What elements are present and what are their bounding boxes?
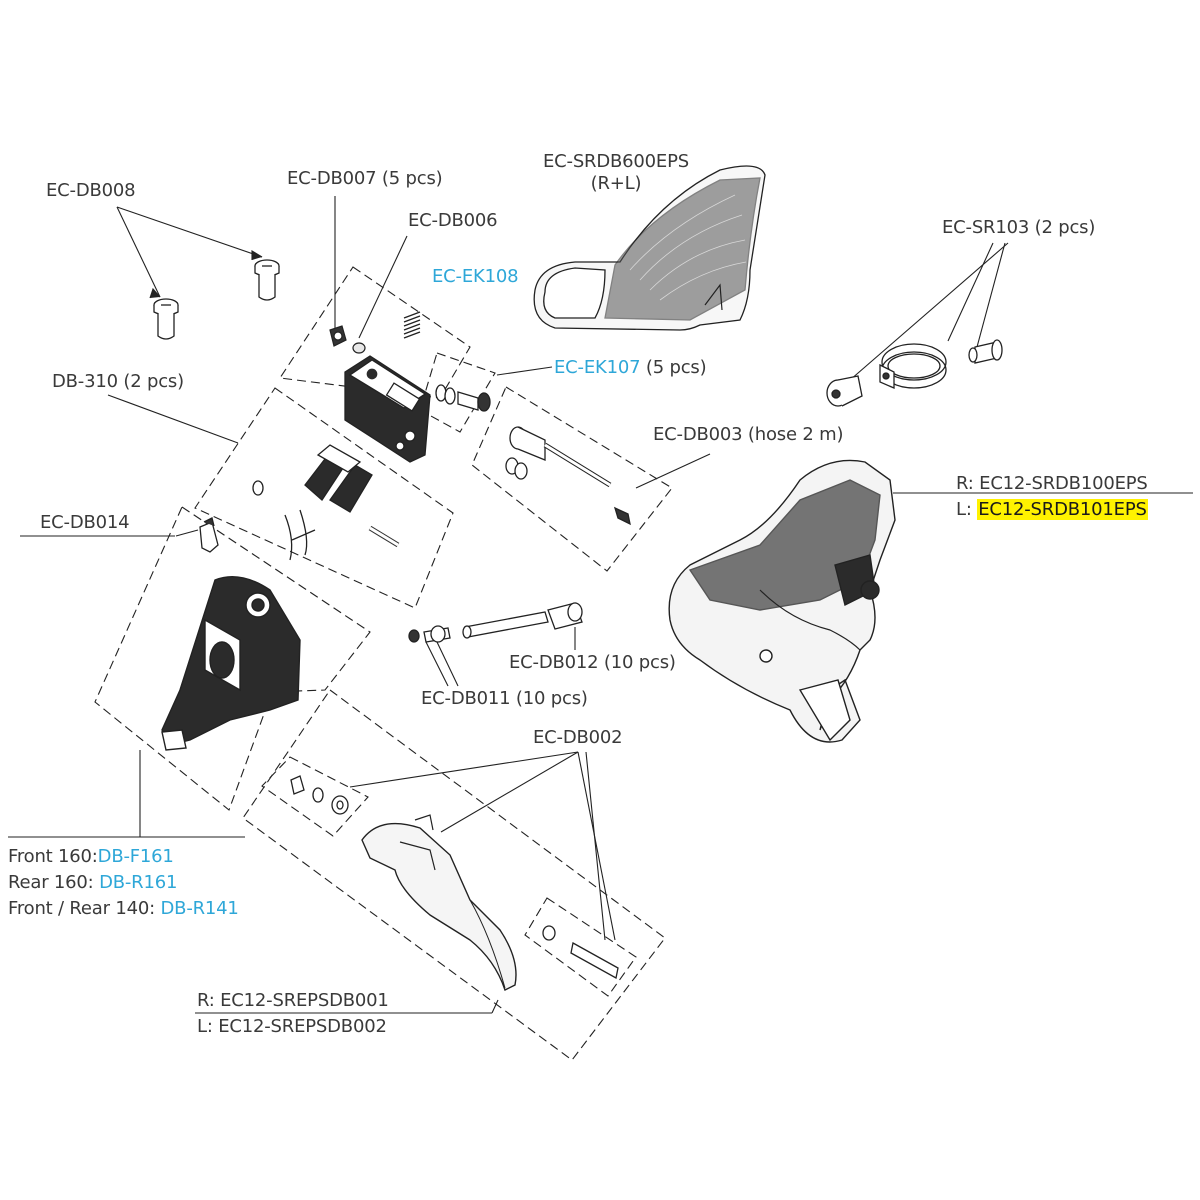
brake-caliper [161,576,301,751]
link-db-r161[interactable]: DB-R161 [99,872,178,893]
label-ec-ek107[interactable]: EC-EK107 (5 pcs) [554,357,707,379]
label-shifter-left-code-highlighted: EC12-SRDB101EPS [977,499,1148,520]
label-ec-db012-qty: (10 pcs) [598,652,676,673]
hood-ec-srdb600eps [533,165,766,331]
master-cylinder-body [344,355,431,463]
label-ec-db003-qty: (hose 2 m) [742,424,844,445]
group-box-hose [471,386,673,572]
label-rotor-rear-160: Rear 160: DB-R161 [8,870,239,896]
label-ec-db011-qty: (10 pcs) [510,688,588,709]
label-ec-ek108[interactable]: EC-EK108 [432,266,519,288]
group-box-ek107 [419,352,496,433]
brake-pads-db-310 [252,444,400,561]
label-ec-sr103-qty: (2 pcs) [1029,217,1096,238]
label-ec-db012-code: EC-DB012 [509,652,599,673]
o-rings-ec-ek107 [435,384,491,412]
label-ec-db006-code: EC-DB006 [408,210,498,231]
dashed-group-boxes [94,266,673,1061]
label-ec-db011-code: EC-DB011 [421,688,511,709]
label-shifter-left: L: EC12-SRDB101EPS [956,499,1148,521]
label-shifter-right-prefix: R: [956,473,980,494]
label-ec-db007-code: EC-DB007 [287,168,377,189]
label-lever-left-code: L: EC12-SREPSDB002 [197,1016,387,1037]
hose-ec-db003 [505,426,631,526]
brake-lever [361,814,517,991]
bleed-nipple-ec-db014 [199,517,219,553]
hose-tube-ec-db012 [462,602,583,639]
label-ec-db014-code: EC-DB014 [40,512,130,533]
label-ec-srdb600eps-qty: (R+L) [590,173,642,194]
group-box-bolt [261,756,369,837]
label-rotors: Front 160:DB-F161 Rear 160: DB-R161 Fron… [8,844,239,922]
label-ec-db011: EC-DB011 (10 pcs) [421,688,588,710]
label-lever-left: L: EC12-SREPSDB002 [197,1016,387,1038]
label-ec-db006: EC-DB006 [408,210,498,232]
screw-ec-db008 [153,259,280,340]
label-rotor-140: Front / Rear 140: DB-R141 [8,896,239,922]
lever-bolt-ec-db002 [290,775,619,980]
label-ec-sr103-code: EC-SR103 [942,217,1030,238]
label-ec-db008-code: EC-DB008 [46,180,136,201]
shifter-ec12-srdb [668,459,896,743]
clamp-ec-sr103 [826,339,1003,407]
label-ec-db007-qty: (5 pcs) [376,168,443,189]
leader-lines [8,196,1193,1014]
label-ec-db007: EC-DB007 (5 pcs) [287,168,443,190]
label-lever-right: R: EC12-SREPSDB001 [197,990,389,1012]
label-ec-srdb600eps: EC-SRDB600EPS (R+L) [531,151,701,195]
label-rotor-140-prefix: Front / Rear 140: [8,898,161,919]
label-shifter-left-prefix: L: [956,499,978,520]
label-ec-db003: EC-DB003 (hose 2 m) [653,424,843,446]
label-shifter-right: R: EC12-SRDB100EPS [956,473,1148,495]
group-box-pin [524,897,637,997]
label-lever-right-code: R: EC12-SREPSDB001 [197,990,389,1011]
label-rotor-front-160: Front 160:DB-F161 [8,844,239,870]
group-box-pads [194,387,454,609]
label-rotor-front-160-prefix: Front 160: [8,846,98,867]
link-db-r141[interactable]: DB-R141 [160,898,239,919]
label-ec-db014: EC-DB014 [40,512,130,534]
bolt-ec-db011 [408,625,451,643]
label-db-310: DB-310 (2 pcs) [52,371,184,393]
link-db-f161[interactable]: DB-F161 [97,846,174,867]
bleed-screw-ec-db007 [329,325,366,354]
label-shifter-right-code: EC12-SRDB100EPS [979,473,1148,494]
label-ec-srdb600eps-code: EC-SRDB600EPS [543,151,689,172]
label-ec-db012: EC-DB012 (10 pcs) [509,652,676,674]
label-ec-ek107-qty: (5 pcs) [640,357,707,378]
label-ec-db002: EC-DB002 [533,727,623,749]
label-rotor-rear-160-prefix: Rear 160: [8,872,100,893]
label-ec-ek108-link[interactable]: EC-EK108 [432,266,519,287]
label-ec-sr103: EC-SR103 (2 pcs) [942,217,1095,239]
label-ec-db003-code: EC-DB003 [653,424,743,445]
label-db-310-code: DB-310 [52,371,118,392]
label-ec-db008: EC-DB008 [46,180,136,202]
label-ec-ek107-link[interactable]: EC-EK107 [554,357,641,378]
spring-ec-ek108 [403,311,421,339]
label-ec-db002-code: EC-DB002 [533,727,623,748]
label-db-310-qty: (2 pcs) [117,371,184,392]
